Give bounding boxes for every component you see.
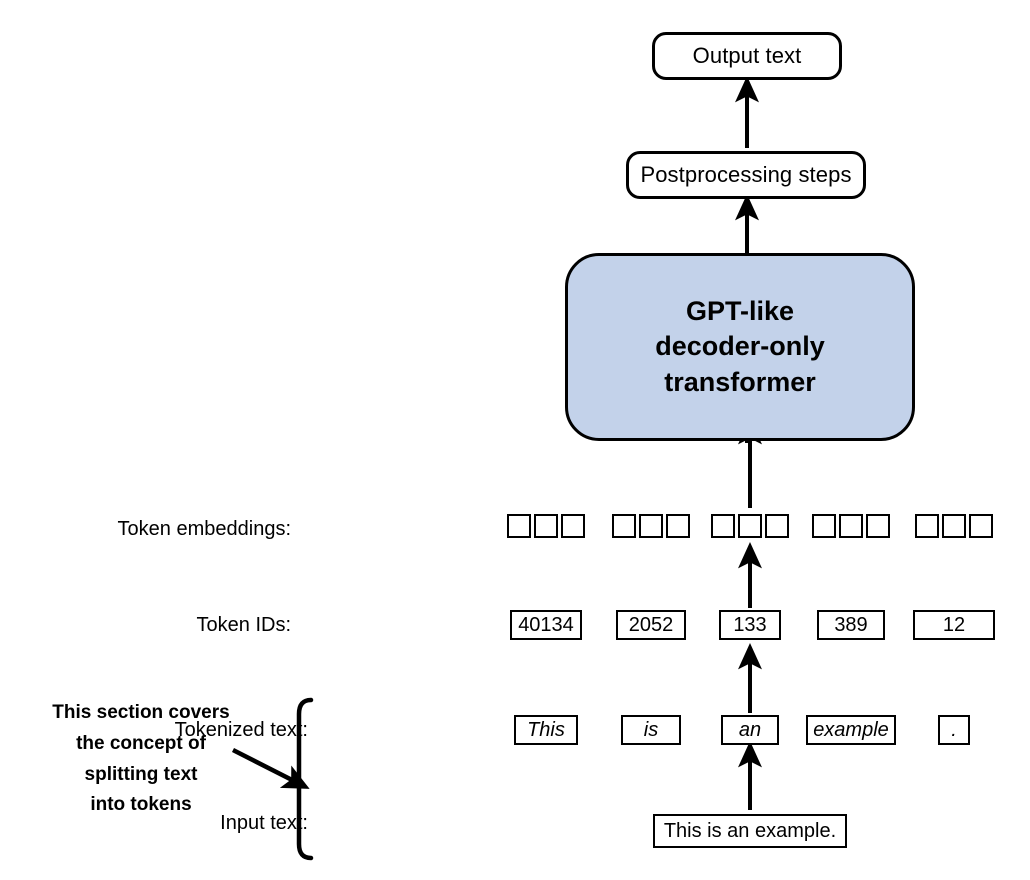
token-embedding-cell <box>534 514 558 538</box>
tokenized-text-box: This <box>514 715 578 745</box>
annotation-line-2: the concept of <box>76 732 206 754</box>
transformer-line-1: GPT-like <box>685 295 795 326</box>
token-embedding-group <box>915 514 993 538</box>
token-embedding-cell <box>612 514 636 538</box>
token-embedding-cell <box>666 514 690 538</box>
token-embedding-cell <box>738 514 762 538</box>
token-embedding-cell <box>639 514 663 538</box>
annotation-line-3: splitting text <box>84 763 198 785</box>
token-embedding-group <box>812 514 890 538</box>
row-label-input-text: Input text: <box>220 812 308 834</box>
transformer-line-2: decoder-only <box>655 331 825 362</box>
token-embedding-cell <box>507 514 531 538</box>
section-annotation: This section covers the concept of split… <box>36 698 246 821</box>
token-embedding-cell <box>812 514 836 538</box>
token-embedding-group <box>711 514 789 538</box>
tokenized-text-box: . <box>938 715 970 745</box>
token-embedding-cell <box>711 514 735 538</box>
token-embedding-cell <box>969 514 993 538</box>
token-embedding-cell <box>866 514 890 538</box>
token-id-box: 2052 <box>616 610 686 640</box>
token-embedding-cell <box>839 514 863 538</box>
tokenized-text-box: example <box>806 715 896 745</box>
row-label-token-ids: Token IDs: <box>196 614 291 636</box>
tokenized-text-box: is <box>621 715 681 745</box>
input-text-box: This is an example. <box>653 814 847 848</box>
transformer-line-3: transformer <box>664 366 816 397</box>
token-embedding-group <box>507 514 585 538</box>
token-embedding-cell <box>915 514 939 538</box>
output-text-node: Output text <box>652 32 842 80</box>
row-label-tokenized-text: Tokenized text: <box>174 719 308 741</box>
token-id-box: 389 <box>817 610 885 640</box>
token-embedding-cell <box>561 514 585 538</box>
transformer-block: GPT-like decoder-only transformer <box>565 253 915 441</box>
token-id-box: 133 <box>719 610 781 640</box>
token-id-box: 40134 <box>510 610 582 640</box>
token-embedding-group <box>612 514 690 538</box>
annotation-line-1: This section covers <box>52 702 230 723</box>
row-label-token-embeddings: Token embeddings: <box>117 518 291 540</box>
tokenized-text-box: an <box>721 715 779 745</box>
token-embedding-cell <box>942 514 966 538</box>
token-id-box: 12 <box>913 610 995 640</box>
annotation-line-4: into tokens <box>90 794 192 816</box>
postprocessing-steps-node: Postprocessing steps <box>626 151 866 199</box>
token-embedding-cell <box>765 514 789 538</box>
